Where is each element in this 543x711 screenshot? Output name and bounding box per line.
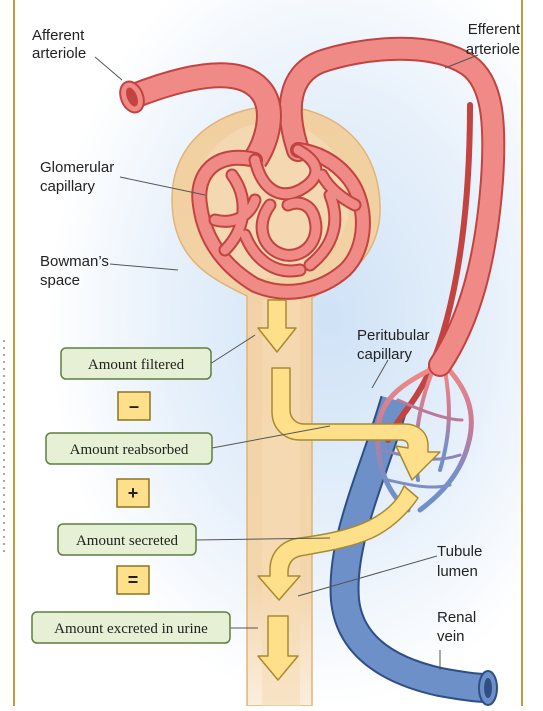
operator-plus: +: [117, 479, 149, 507]
box-amount-secreted-text: Amount secreted: [76, 533, 179, 549]
renal-vein-lumen: [484, 678, 492, 698]
label-efferent-line1: Efferent: [468, 21, 521, 38]
label-afferent-line1: Afferent: [32, 27, 85, 44]
label-tubule-line1: Tubule: [437, 543, 482, 560]
operator-plus-text: +: [128, 483, 139, 503]
label-renal-line1: Renal: [437, 609, 476, 626]
label-afferent-line2: arteriole: [32, 45, 86, 62]
label-glomerular-line2: capillary: [40, 178, 96, 195]
box-amount-excreted: Amount excreted in urine: [32, 612, 230, 643]
label-tubule-line2: lumen: [437, 563, 478, 580]
box-amount-filtered: Amount filtered: [61, 348, 211, 379]
box-amount-excreted-text: Amount excreted in urine: [54, 621, 208, 637]
label-glomerular-line1: Glomerular: [40, 159, 114, 176]
label-efferent-line2: arteriole: [466, 41, 520, 58]
label-bowman-line2: space: [40, 272, 80, 289]
operator-equals-text: =: [128, 570, 139, 590]
label-bowman-line1: Bowman’s: [40, 253, 109, 270]
operator-minus: –: [118, 392, 150, 420]
label-renal-line2: vein: [437, 628, 465, 645]
box-amount-reabsorbed: Amount reabsorbed: [46, 433, 212, 464]
label-peritubular-line2: capillary: [357, 346, 413, 363]
operator-equals: =: [117, 566, 149, 594]
box-amount-reabsorbed-text: Amount reabsorbed: [70, 442, 189, 458]
label-peritubular-line1: Peritubular: [357, 327, 430, 344]
box-amount-secreted: Amount secreted: [58, 524, 196, 555]
box-amount-filtered-text: Amount filtered: [88, 357, 185, 373]
operator-minus-text: –: [129, 396, 139, 416]
